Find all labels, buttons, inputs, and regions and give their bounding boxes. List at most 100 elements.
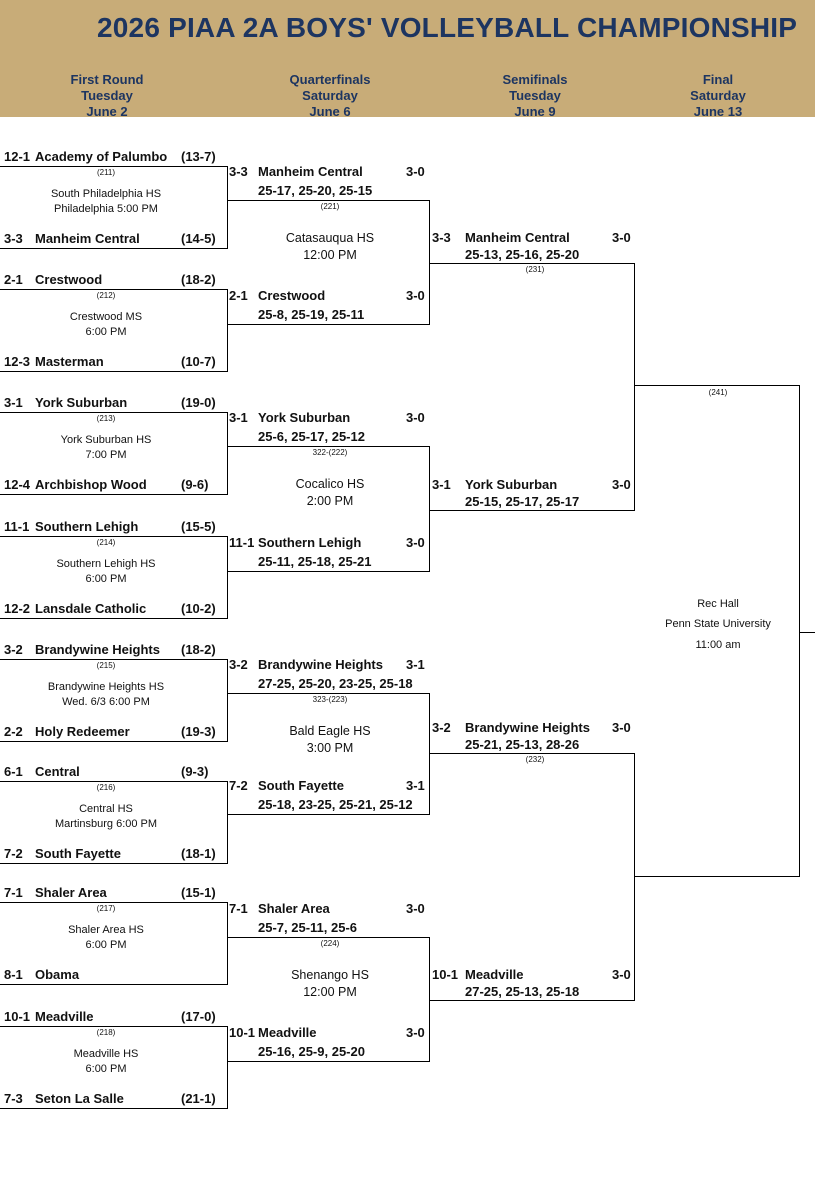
round-day: Saturday — [302, 88, 358, 103]
team-seed: 12-4 — [4, 477, 31, 492]
round-date: June 6 — [309, 104, 351, 117]
match-result: 3-0 — [612, 477, 631, 492]
header-banner: 2026 PIAA 2A BOYS' VOLLEYBALL CHAMPIONSH… — [0, 0, 815, 117]
bracket-line — [0, 494, 228, 495]
game-number: (214) — [96, 538, 116, 547]
team-seed: 3-3 — [4, 231, 23, 246]
team-seed: 12-2 — [4, 601, 31, 616]
bracket-line — [429, 1000, 635, 1001]
venue: Cocalico HS — [295, 477, 365, 491]
team-name: Southern Lehigh — [258, 535, 362, 550]
match-scores: 25-11, 25-18, 25-21 — [258, 554, 372, 569]
bracket-line — [227, 1026, 228, 1109]
round-day: Saturday — [690, 88, 746, 103]
team-seed: 10-1 — [229, 1025, 256, 1040]
venue: Brandywine Heights HS — [47, 681, 165, 693]
team-name: York Suburban — [258, 410, 351, 425]
team-record: (18-2) — [181, 642, 216, 657]
team-record: (9-6) — [181, 477, 209, 492]
match-scores: 25-6, 25-17, 25-12 — [258, 429, 365, 444]
team-seed: 12-1 — [4, 149, 31, 164]
team-seed: 6-1 — [4, 764, 23, 779]
venue: Shaler Area HS — [68, 924, 144, 936]
game-number: (217) — [96, 904, 116, 913]
bracket-line — [227, 412, 228, 495]
team-name: Brandywine Heights — [465, 720, 590, 735]
bracket-line — [634, 385, 800, 386]
match-scores: 25-16, 25-9, 25-20 — [258, 1044, 365, 1059]
bracket-line — [0, 248, 228, 249]
team-name: Central — [35, 764, 80, 779]
bracket-line — [0, 536, 228, 537]
team-name: Meadville — [35, 1009, 94, 1024]
game-number: (224) — [320, 939, 340, 948]
bracket-line — [0, 166, 228, 167]
team-seed: 3-2 — [4, 642, 23, 657]
venue: Crestwood MS — [69, 311, 143, 323]
team-name: Academy of Palumbo — [35, 149, 168, 164]
team-record: (15-1) — [181, 885, 216, 900]
page-title: 2026 PIAA 2A BOYS' VOLLEYBALL CHAMPIONSH… — [97, 12, 798, 43]
round-day: Tuesday — [81, 88, 133, 103]
game-number: (241) — [708, 388, 728, 397]
team-name: Brandywine Heights — [258, 657, 383, 672]
team-record: (14-5) — [181, 231, 216, 246]
match-scores: 27-25, 25-13, 25-18 — [465, 984, 580, 999]
round-name: Quarterfinals — [289, 72, 371, 87]
team-seed: 2-1 — [4, 272, 23, 287]
bracket-line — [429, 510, 635, 511]
bracket-line — [799, 632, 815, 633]
match-result: 3-0 — [406, 535, 425, 550]
bracket-line — [799, 385, 800, 877]
venue-time: 6:00 PM — [85, 1063, 127, 1075]
bracket-line — [227, 937, 430, 938]
round-name: First Round — [70, 72, 144, 87]
bracket-line — [0, 741, 228, 742]
bracket-line — [0, 863, 228, 864]
team-record: (19-0) — [181, 395, 216, 410]
venue-time: Martinsburg 6:00 PM — [54, 818, 158, 830]
bracket-line — [0, 371, 228, 372]
game-number: (215) — [96, 661, 116, 670]
bracket-line — [429, 753, 635, 754]
match-scores: 25-7, 25-11, 25-6 — [258, 920, 358, 935]
team-seed: 3-1 — [432, 477, 451, 492]
venue-time: Wed. 6/3 6:00 PM — [62, 696, 150, 708]
venue: Rec Hall — [697, 598, 739, 610]
team-record: (9-3) — [181, 764, 209, 779]
bracket-line — [227, 289, 228, 372]
team-name: Meadville — [258, 1025, 317, 1040]
team-name: Masterman — [35, 354, 104, 369]
bracket-line — [227, 166, 228, 249]
bracket-line — [429, 693, 430, 815]
team-name: Obama — [35, 967, 80, 982]
match-result: 3-0 — [612, 230, 631, 245]
bracket-line — [227, 693, 430, 694]
team-name: Southern Lehigh — [35, 519, 139, 534]
venue-time: 7:00 PM — [85, 449, 127, 461]
team-record: (18-2) — [181, 272, 216, 287]
game-number: (218) — [96, 1028, 116, 1037]
bracket-line — [227, 571, 430, 572]
venue-time: 12:00 PM — [303, 985, 357, 999]
team-seed: 3-2 — [432, 720, 451, 735]
venue: Southern Lehigh HS — [56, 558, 156, 570]
team-record: (10-7) — [181, 354, 216, 369]
team-seed: 3-1 — [229, 410, 248, 425]
game-number: 322-(222) — [312, 448, 348, 457]
bracket-line — [227, 200, 430, 201]
game-number: (211) — [96, 168, 116, 177]
team-seed: 7-1 — [4, 885, 23, 900]
bracket-line — [429, 200, 430, 325]
venue-time: 6:00 PM — [85, 326, 127, 338]
team-name: Manheim Central — [465, 230, 570, 245]
team-seed: 12-3 — [4, 354, 31, 369]
venue-university: Penn State University — [665, 618, 771, 630]
round-date: June 9 — [514, 104, 556, 117]
round-name: Semifinals — [502, 72, 568, 87]
game-number: 323-(223) — [312, 695, 348, 704]
team-record: (21-1) — [181, 1091, 216, 1106]
team-seed: 2-2 — [4, 724, 23, 739]
